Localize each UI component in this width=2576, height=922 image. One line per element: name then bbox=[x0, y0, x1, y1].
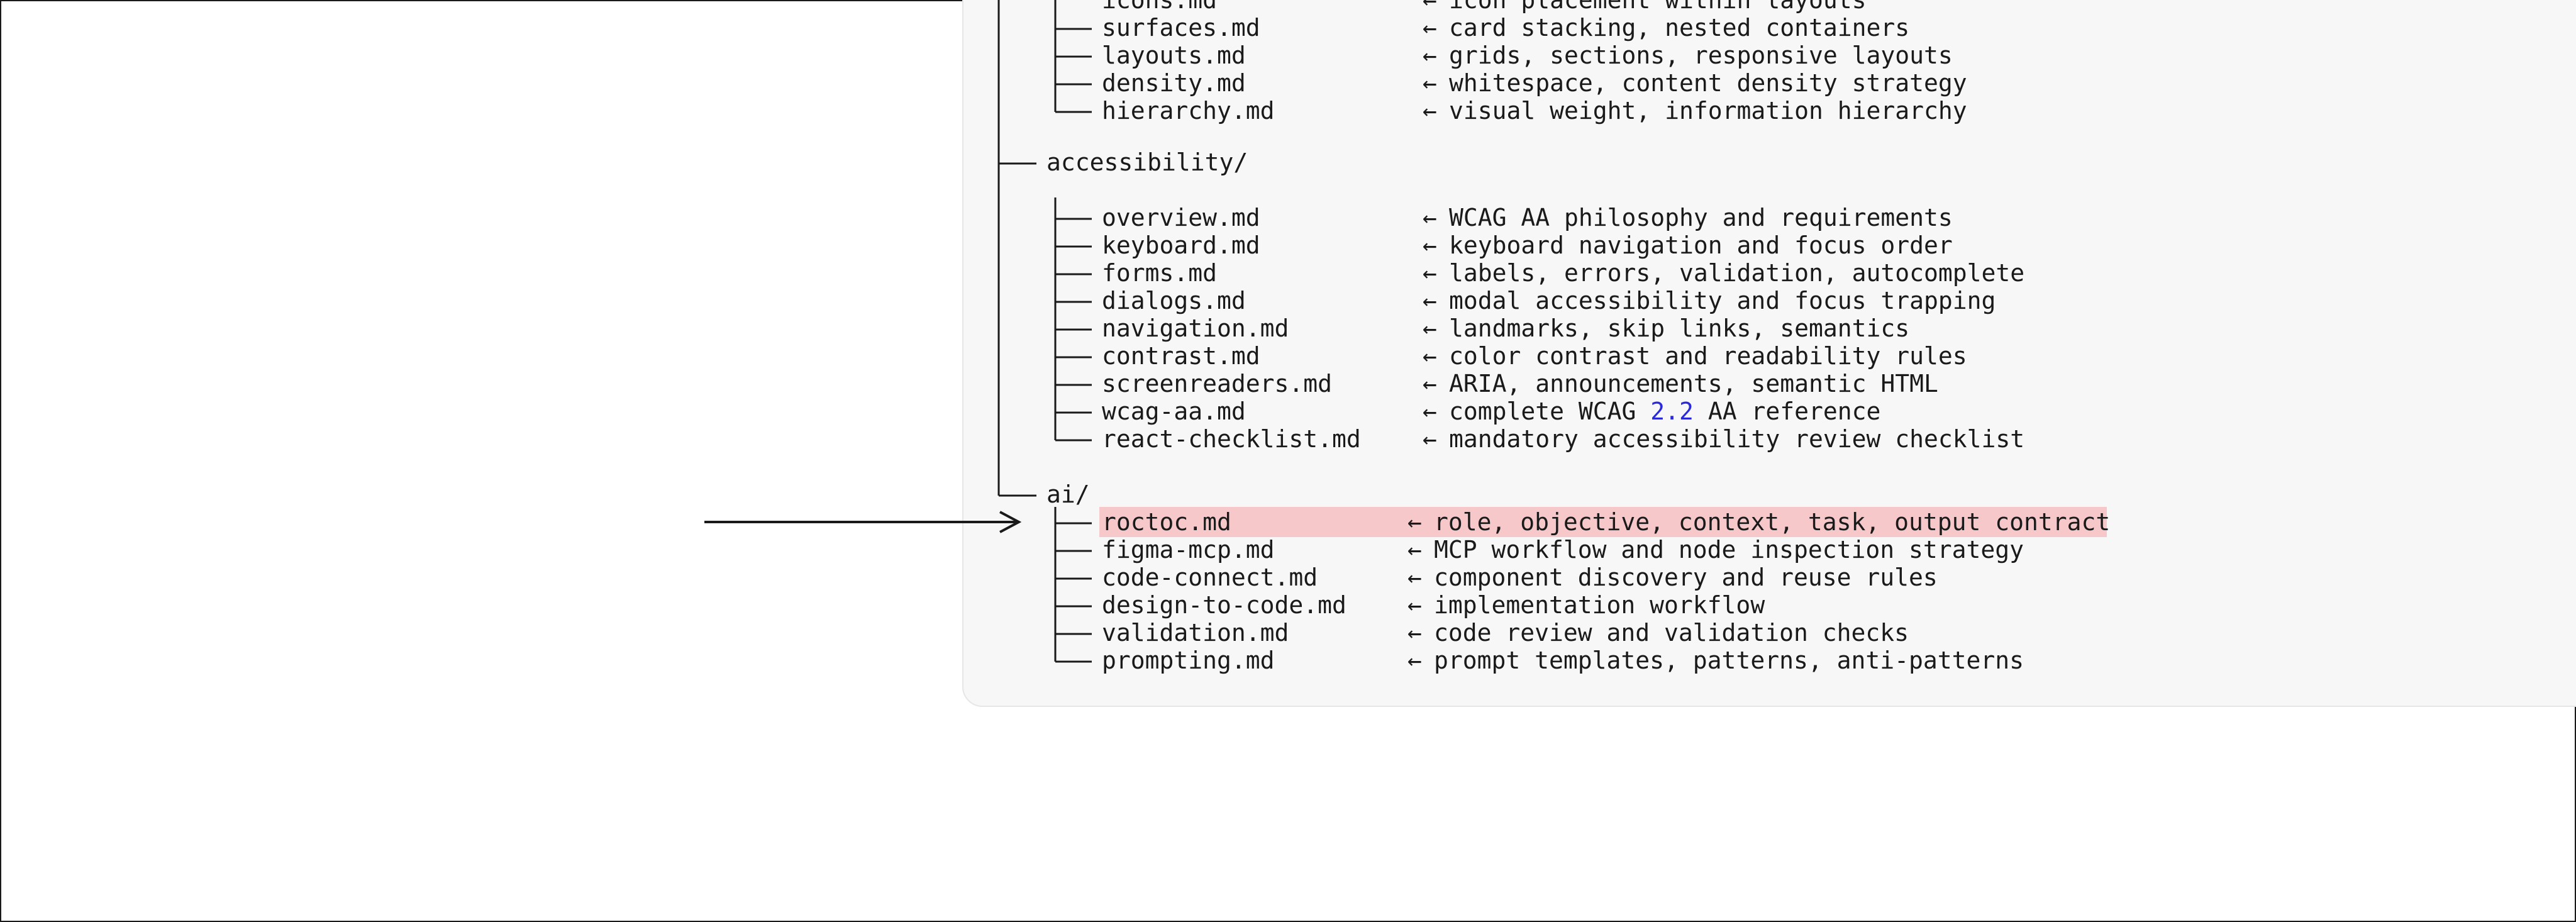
file-description: landmarks, skip links, semantics bbox=[1449, 314, 1910, 342]
file-description: color contrast and readability rules bbox=[1449, 342, 1967, 370]
file-name: screenreaders.md bbox=[1102, 370, 1333, 397]
pointer-arrow-icon bbox=[704, 511, 1022, 533]
left-arrow-icon: ← bbox=[1423, 231, 1437, 259]
left-arrow-icon: ← bbox=[1423, 342, 1437, 370]
left-arrow-icon: ← bbox=[1423, 425, 1437, 453]
file-name: prompting.md bbox=[1102, 647, 1275, 674]
left-arrow-icon: ← bbox=[1407, 619, 1422, 647]
left-arrow-icon: ← bbox=[1423, 97, 1437, 125]
file-description: prompt templates, patterns, anti-pattern… bbox=[1434, 647, 2024, 674]
file-name: navigation.md bbox=[1102, 314, 1289, 342]
left-arrow-icon: ← bbox=[1423, 204, 1437, 231]
file-description: whitespace, content density strategy bbox=[1449, 69, 1967, 97]
file-description: MCP workflow and node inspection strateg… bbox=[1434, 536, 2024, 564]
file-description: keyboard navigation and focus order bbox=[1449, 231, 1953, 259]
code-panel bbox=[962, 0, 2576, 707]
file-name: overview.md bbox=[1102, 204, 1260, 231]
left-arrow-icon: ← bbox=[1407, 564, 1422, 591]
left-arrow-icon: ← bbox=[1423, 314, 1437, 342]
left-arrow-icon: ← bbox=[1423, 69, 1437, 97]
left-arrow-icon: ← bbox=[1423, 0, 1437, 14]
file-name: contrast.md bbox=[1102, 342, 1260, 370]
file-description: implementation workflow bbox=[1434, 591, 1765, 619]
file-description: grids, sections, responsive layouts bbox=[1449, 42, 1953, 69]
file-name: hierarchy.md bbox=[1102, 97, 1275, 125]
file-name: figma-mcp.md bbox=[1102, 536, 1275, 564]
file-description: modal accessibility and focus trapping bbox=[1449, 287, 1996, 314]
file-name: icons.md bbox=[1102, 0, 1218, 14]
file-description: card stacking, nested containers bbox=[1449, 14, 1910, 42]
file-description: component discovery and reuse rules bbox=[1434, 564, 1938, 591]
file-description: visual weight, information hierarchy bbox=[1449, 97, 1967, 125]
file-name: design-to-code.md bbox=[1102, 591, 1346, 619]
file-name: forms.md bbox=[1102, 259, 1218, 287]
tree-lines bbox=[997, 0, 1092, 663]
left-arrow-icon: ← bbox=[1423, 370, 1437, 397]
file-description: icon placement within layouts bbox=[1449, 0, 1867, 14]
left-arrow-icon: ← bbox=[1423, 397, 1437, 425]
left-arrow-icon: ← bbox=[1423, 42, 1437, 69]
file-name: density.md bbox=[1102, 69, 1246, 97]
file-description: code review and validation checks bbox=[1434, 619, 1909, 647]
file-description: complete WCAG 2.2 AA reference bbox=[1449, 397, 1881, 425]
file-name: dialogs.md bbox=[1102, 287, 1246, 314]
left-arrow-icon: ← bbox=[1407, 536, 1422, 564]
file-name: surfaces.md bbox=[1102, 14, 1260, 42]
dir-accessibility: accessibility/ bbox=[1046, 148, 1248, 176]
file-description: mandatory accessibility review checklist bbox=[1449, 425, 2025, 453]
left-arrow-icon: ← bbox=[1423, 259, 1437, 287]
dir-ai: ai/ bbox=[1046, 480, 1090, 508]
file-description: ARIA, announcements, semantic HTML bbox=[1449, 370, 1938, 397]
highlight-roctoc bbox=[1099, 507, 2107, 537]
file-description: role, objective, context, task, output c… bbox=[1434, 508, 2111, 536]
file-name: keyboard.md bbox=[1102, 231, 1260, 259]
file-name: roctoc.md bbox=[1102, 508, 1231, 536]
file-name: code-connect.md bbox=[1102, 564, 1318, 591]
left-arrow-icon: ← bbox=[1407, 647, 1422, 674]
file-name: wcag-aa.md bbox=[1102, 397, 1246, 425]
left-arrow-icon: ← bbox=[1423, 287, 1437, 314]
file-name: layouts.md bbox=[1102, 42, 1246, 69]
version-number: 2.2 bbox=[1650, 397, 1694, 425]
file-name: react-checklist.md bbox=[1102, 425, 1361, 453]
file-name: validation.md bbox=[1102, 619, 1289, 647]
left-arrow-icon: ← bbox=[1423, 14, 1437, 42]
left-arrow-icon: ← bbox=[1407, 508, 1422, 536]
left-arrow-icon: ← bbox=[1407, 591, 1422, 619]
file-description: labels, errors, validation, autocomplete bbox=[1449, 259, 2025, 287]
file-description: WCAG AA philosophy and requirements bbox=[1449, 204, 1953, 231]
